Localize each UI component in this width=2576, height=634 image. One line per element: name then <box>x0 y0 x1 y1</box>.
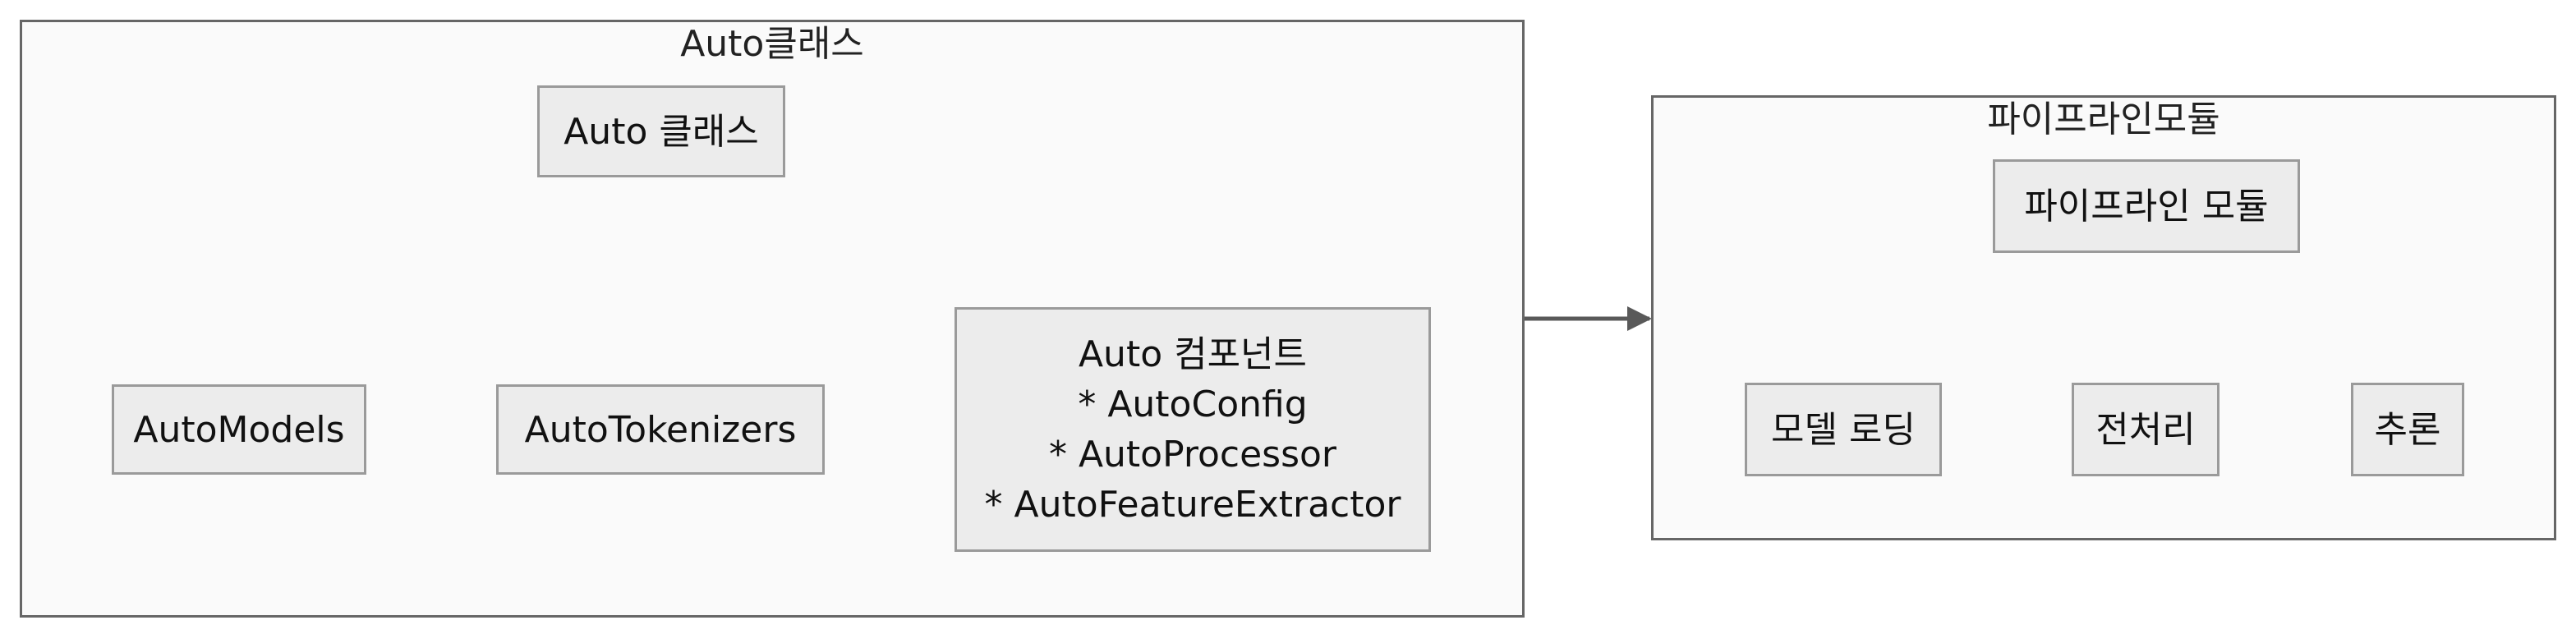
inference-node[interactable]: 추론 <box>2351 383 2464 476</box>
auto-components-node-line: * AutoProcessor <box>1048 434 1337 476</box>
auto-tokenizers-node[interactable]: AutoTokenizers <box>496 384 825 475</box>
inference-node-label: 추론 <box>2374 408 2441 451</box>
auto-class-node-label: Auto 클래스 <box>564 110 759 153</box>
model-loading-node-label: 모델 로딩 <box>1771 408 1916 451</box>
auto-components-node[interactable]: Auto 컴포넌트 * AutoConfig * AutoProcessor *… <box>954 307 1431 552</box>
auto-components-node-line: * AutoFeatureExtractor <box>984 484 1401 526</box>
auto-components-node-line: Auto 컴포넌트 <box>1078 333 1308 375</box>
pipeline-module-node[interactable]: 파이프라인 모듈 <box>1993 159 2300 253</box>
auto-class-node[interactable]: Auto 클래스 <box>537 85 785 177</box>
auto-models-node[interactable]: AutoModels <box>112 384 366 475</box>
auto-class-cluster-title: Auto클래스 <box>680 23 864 65</box>
pipeline-module-node-label: 파이프라인 모듈 <box>2024 185 2269 227</box>
auto-tokenizers-node-label: AutoTokenizers <box>524 408 797 451</box>
preprocessing-node-label: 전처리 <box>2095 408 2196 451</box>
model-loading-node[interactable]: 모델 로딩 <box>1745 383 1942 476</box>
auto-models-node-label: AutoModels <box>133 408 345 451</box>
pipeline-module-cluster-title: 파이프라인모듈 <box>1987 99 2220 140</box>
preprocessing-node[interactable]: 전처리 <box>2072 383 2220 476</box>
auto-components-node-line: * AutoConfig <box>1078 384 1308 425</box>
